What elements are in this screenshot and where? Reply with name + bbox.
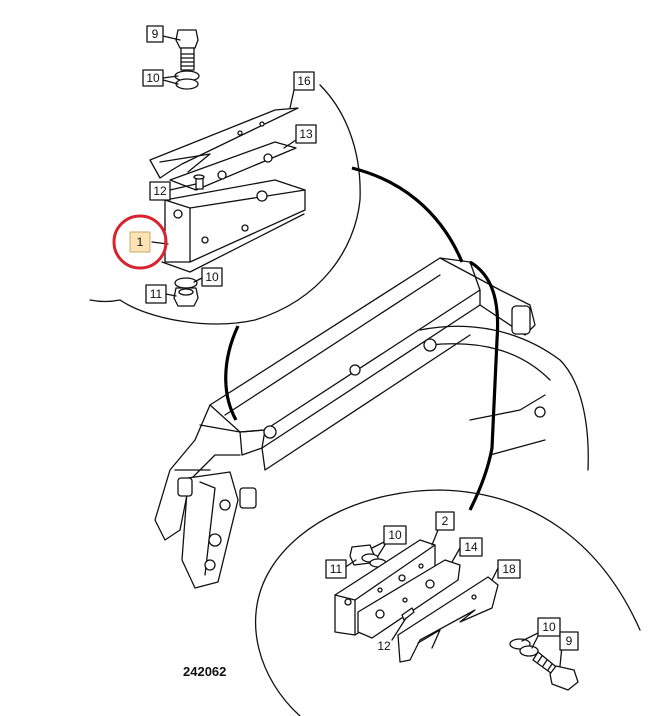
bottom-plate-part xyxy=(357,559,461,639)
callout-bottom-washers-nut: 10 xyxy=(383,525,407,545)
callout-bottom-washers: 10 xyxy=(537,617,561,637)
callout-bottom-bolt: 9 xyxy=(559,631,579,651)
svg-text:12: 12 xyxy=(377,639,391,653)
bottom-bolt-part xyxy=(532,651,579,691)
svg-text:18: 18 xyxy=(502,562,516,576)
svg-text:10: 10 xyxy=(542,620,556,634)
callout-top-pad: 1 xyxy=(112,214,168,270)
callout-bottom-shim: 18 xyxy=(497,559,521,579)
svg-text:14: 14 xyxy=(464,540,478,554)
figure-number: 242062 xyxy=(183,664,226,679)
svg-text:9: 9 xyxy=(152,27,159,41)
callout-bottom-plate: 14 xyxy=(459,537,483,557)
callout-top-screw: 12 xyxy=(149,181,171,201)
svg-text:11: 11 xyxy=(330,562,343,576)
svg-text:10: 10 xyxy=(205,270,219,284)
callout-bottom-pad: 2 xyxy=(435,511,455,531)
callout-top-nut: 11 xyxy=(145,284,167,304)
callout-bottom-screw: 12 xyxy=(377,639,391,653)
highlight-ring xyxy=(112,214,168,270)
lower-detail-view xyxy=(254,489,641,716)
top-pad-part xyxy=(164,179,306,263)
callout-bottom-nut: 11 xyxy=(325,559,347,579)
callout-top-shim: 16 xyxy=(293,71,315,91)
leader-lines xyxy=(151,35,563,667)
svg-text:11: 11 xyxy=(150,287,163,301)
callout-top-washers: 10 xyxy=(142,69,164,87)
callout-top-bolt: 9 xyxy=(146,25,164,43)
svg-text:9: 9 xyxy=(566,634,573,648)
svg-text:2: 2 xyxy=(442,514,449,528)
svg-text:10: 10 xyxy=(146,71,160,85)
callout-top-plate: 13 xyxy=(295,124,317,144)
svg-text:1: 1 xyxy=(137,235,144,249)
svg-text:16: 16 xyxy=(297,74,311,88)
svg-text:12: 12 xyxy=(153,184,167,198)
boom-assembly xyxy=(154,257,589,589)
svg-text:13: 13 xyxy=(299,127,313,141)
callout-top-washer-lower: 10 xyxy=(201,267,223,287)
callout-labels: 9 10 16 13 12 1 10 11 xyxy=(112,25,579,653)
top-bolt-part xyxy=(175,29,199,71)
upper-detail-view xyxy=(89,29,500,511)
svg-text:10: 10 xyxy=(388,528,402,542)
